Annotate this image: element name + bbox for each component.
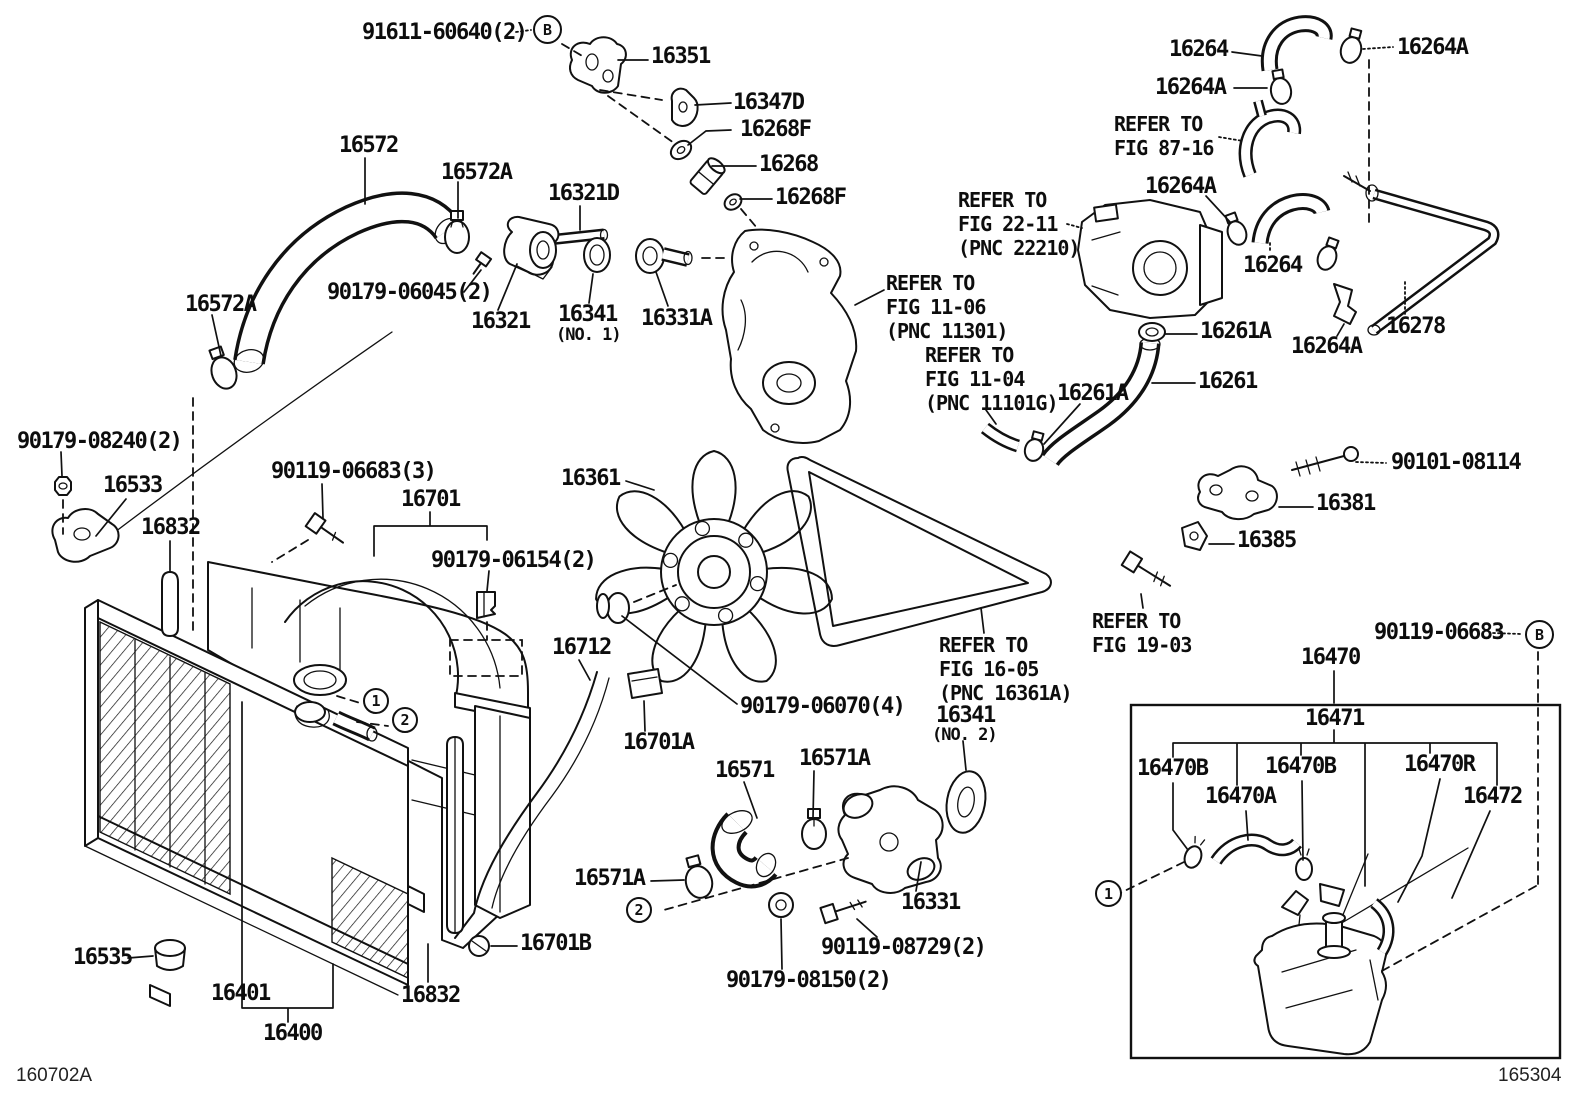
- circled-marker-B: B: [533, 15, 562, 44]
- part-label: 16470: [1301, 645, 1361, 670]
- part-label: 90101-08114: [1391, 450, 1522, 475]
- part-label: (NO. 1): [556, 325, 622, 345]
- part-label: REFER TO FIG 19-03: [1092, 609, 1192, 657]
- part-label: 16268: [759, 152, 819, 177]
- part-label: 16571A: [799, 746, 871, 771]
- part-label: 16261A: [1200, 319, 1272, 344]
- part-label: 16832: [401, 983, 461, 1008]
- part-label: 90179-08240(2): [17, 429, 183, 454]
- part-label: 16571A: [574, 866, 646, 891]
- circled-marker-1: 1: [363, 688, 389, 714]
- part-label: 16261: [1198, 369, 1258, 394]
- bracket-16351-group: [569, 36, 743, 211]
- part-label: 16571: [715, 758, 775, 783]
- leader-lines: [60, 51, 1498, 1023]
- figure-code: 165304: [1498, 1065, 1562, 1086]
- part-label: (NO. 2): [932, 725, 998, 745]
- part-label: 16361: [561, 466, 621, 491]
- pipe-16278: [1343, 171, 1500, 336]
- part-label: 16470R: [1404, 752, 1476, 777]
- part-label: 16401: [211, 981, 271, 1006]
- part-label: 16321: [471, 309, 531, 334]
- part-label: 16470A: [1205, 784, 1277, 809]
- circled-marker-1: 1: [1095, 880, 1122, 907]
- figure-code: 160702A: [16, 1065, 93, 1086]
- part-label: 90119-08729(2): [821, 935, 987, 960]
- part-label: 16351: [651, 44, 711, 69]
- part-label: REFER TO FIG 11-04 (PNC 11101G): [925, 343, 1058, 415]
- part-label: 90179-06045(2): [327, 280, 493, 305]
- part-label: 16264A: [1145, 174, 1217, 199]
- part-label: 16341: [558, 302, 618, 327]
- reserve-tank-box: [1129, 703, 1562, 1060]
- part-label: 16268F: [740, 117, 812, 142]
- part-label: REFER TO FIG 87-16: [1114, 112, 1214, 160]
- part-label: 16472: [1463, 784, 1523, 809]
- part-label: 16470B: [1137, 756, 1209, 781]
- circled-marker-B: B: [1525, 620, 1554, 649]
- radiator-16400: [84, 599, 425, 1007]
- small-parts-left: [51, 331, 663, 971]
- part-label: 90179-06070(4): [740, 694, 906, 719]
- water-inlet-16321-group: [472, 215, 693, 280]
- part-label: 16385: [1237, 528, 1297, 553]
- part-label: 16572A: [441, 160, 513, 185]
- part-label: 90179-06154(2): [431, 548, 597, 573]
- part-label: 16347D: [733, 90, 805, 115]
- part-label: 16331: [901, 890, 961, 915]
- part-label: 90119-06683(3): [271, 459, 437, 484]
- part-label: 16264A: [1155, 75, 1227, 100]
- part-label: 16470B: [1265, 754, 1337, 779]
- part-label: 16572: [339, 133, 399, 158]
- part-label: 16341: [936, 703, 996, 728]
- hose-16261: [980, 322, 1166, 467]
- timing-cover: [721, 228, 858, 444]
- part-label: 16572A: [185, 292, 257, 317]
- part-label: 16712: [552, 635, 612, 660]
- water-outlet-group: [684, 770, 987, 925]
- cooling-fan-16361: [595, 450, 833, 683]
- part-label: 16400: [263, 1021, 323, 1046]
- part-label: 16535: [73, 945, 133, 970]
- drive-belt: [786, 455, 1052, 647]
- bracket-16381-group: [1120, 446, 1359, 587]
- part-label: 16701A: [623, 730, 695, 755]
- part-label: 16701: [401, 487, 461, 512]
- part-label: 16261A: [1057, 381, 1129, 406]
- circled-marker-2: 2: [392, 707, 418, 733]
- part-label: 16533: [103, 473, 163, 498]
- part-label: 16278: [1386, 314, 1446, 339]
- part-label: 16832: [141, 515, 201, 540]
- part-label: REFER TO FIG 11-06 (PNC 11301): [886, 271, 1008, 343]
- part-label: 90179-08150(2): [726, 968, 892, 993]
- part-label: 16381: [1316, 491, 1376, 516]
- part-label: REFER TO FIG 22-11 (PNC 22210): [958, 188, 1080, 260]
- part-label: 16264A: [1397, 35, 1469, 60]
- part-label: 16471: [1305, 706, 1365, 731]
- dotted-leaders: [515, 29, 1522, 635]
- part-label: 91611-60640(2): [362, 20, 528, 45]
- part-label: 16268F: [775, 185, 847, 210]
- part-label: 16321D: [548, 181, 620, 206]
- circled-marker-2: 2: [626, 897, 652, 923]
- part-label: 16264: [1169, 37, 1229, 62]
- part-label: 16701B: [520, 931, 592, 956]
- bypass-hoses-16264: [1224, 15, 1363, 325]
- dashed-lines: [62, 43, 1539, 973]
- throttle-body: [1077, 199, 1223, 319]
- pipes-16832: [161, 571, 464, 934]
- fan-spacer: [596, 592, 630, 624]
- part-label: 16264A: [1291, 334, 1363, 359]
- part-label: 16331A: [641, 306, 713, 331]
- part-label: REFER TO FIG 16-05 (PNC 16361A): [939, 633, 1072, 705]
- part-label: 90119-06683: [1374, 620, 1505, 645]
- part-label: 16264: [1243, 253, 1303, 278]
